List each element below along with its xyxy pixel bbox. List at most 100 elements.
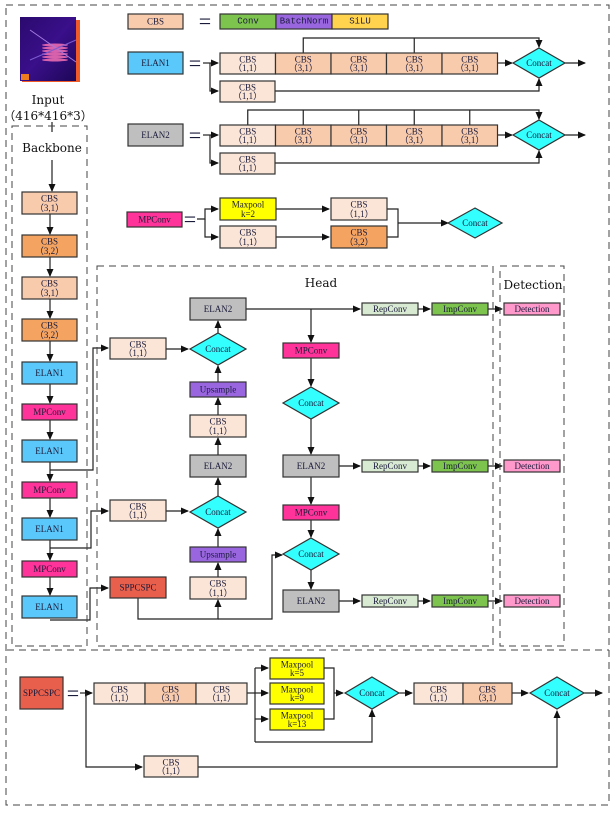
equals-sign: = — [189, 123, 201, 148]
legend-elan1-cbs-3[interactable]: CBS（3,1） — [330, 52, 388, 75]
backbone-elan1-11[interactable]: ELAN1 — [21, 595, 78, 619]
spp-cbs-branch[interactable]: CBS（1,1） — [143, 755, 199, 778]
head-elan2-top[interactable]: ELAN2 — [189, 297, 247, 321]
backbone-elan1-5[interactable]: ELAN1 — [21, 361, 78, 385]
head-concat-2[interactable]: Concat — [188, 495, 248, 529]
detection-title: Detection — [504, 278, 563, 292]
legend-mpconv[interactable]: MPConv — [126, 211, 183, 228]
backbone-cbs-3[interactable]: CBS（3,1） — [21, 276, 78, 300]
head-elan2-bottom-label: ELAN2 — [297, 596, 326, 606]
legend-elan2-cbs-4[interactable]: CBS（3,1） — [385, 124, 443, 147]
legend-elan2-cbs-1[interactable]: CBS（1,1） — [219, 124, 277, 147]
legend-elan2-cbs-2[interactable]: CBS（3,1） — [274, 124, 332, 147]
legend-elan1-shape — [127, 51, 184, 75]
backbone-cbs-1[interactable]: CBS（3,1） — [21, 191, 78, 215]
backbone-elan1-7[interactable]: ELAN1 — [21, 439, 78, 463]
backbone-mpconv-10[interactable]: MPConv — [21, 560, 78, 578]
head-cbs-2[interactable]: CBS（1,1） — [189, 576, 247, 600]
legend-elan2-cbs-5[interactable]: CBS（3,1） — [441, 124, 499, 147]
detection-output-3[interactable]: Detection — [503, 594, 561, 608]
backbone-mpconv-6[interactable]: MPConv — [21, 403, 78, 421]
backbone-cbs-4-shape — [21, 318, 78, 342]
detection-output-2[interactable]: Detection — [503, 459, 561, 473]
input-shape: （416*416*3） — [3, 109, 92, 123]
head-repconv-1[interactable]: RepConv — [361, 302, 419, 316]
legend-elan1-concat[interactable]: Concat — [511, 47, 567, 79]
head-repconv-3[interactable]: RepConv — [361, 594, 419, 608]
connector — [50, 344, 109, 471]
legend-elan1-cbs-4[interactable]: CBS（3,1） — [385, 52, 443, 75]
legend-elan1-cbs-2[interactable]: CBS（3,1） — [274, 52, 332, 75]
detection-output-2-label: Detection — [515, 461, 550, 471]
head-cbs-1[interactable]: CBS（1,1） — [189, 414, 247, 438]
legend-mpconv-cbs-top[interactable]: CBS（1,1） — [330, 197, 388, 221]
legend-cbs-part-batchnorm[interactable]: BatchNorm — [275, 13, 333, 30]
legend-elan1-cbs-1-params: （1,1） — [233, 63, 262, 73]
backbone-mpconv-8[interactable]: MPConv — [21, 481, 78, 499]
spp-cbs-2[interactable]: CBS（3,1） — [144, 682, 197, 705]
head-cbs-lateral-2[interactable]: CBS（1,1） — [109, 499, 167, 522]
backbone-cbs-2[interactable]: CBS（3,2） — [21, 234, 78, 258]
backbone-cbs-4-label: CBS — [41, 321, 58, 331]
head-impconv-3[interactable]: ImpConv — [431, 594, 489, 608]
spp-legend-sppcspc[interactable]: SPPCSPC — [19, 676, 64, 710]
head-concat-4[interactable]: Concat — [281, 537, 341, 571]
head-elan2-right-mid-label: ELAN2 — [297, 461, 326, 471]
legend-cbs-part-silu[interactable]: SiLU — [331, 13, 389, 30]
spp-cbs-post-2[interactable]: CBS（3,1） — [462, 682, 513, 705]
legend-elan2-branch-cbs[interactable]: CBS（1,1） — [219, 152, 276, 175]
legend-elan2-cbs-1-params: （1,1） — [233, 135, 262, 145]
legend-mpconv-cbs-branch[interactable]: CBS（1,1） — [219, 225, 277, 249]
legend-mpconv-cbs-bottom[interactable]: CBS（3,2） — [330, 225, 388, 249]
detection-output-2-shape — [503, 459, 561, 473]
legend-cbs[interactable]: CBS — [127, 13, 184, 30]
legend-elan2-cbs-3-params: （3,1） — [344, 135, 373, 145]
legend-elan1-cbs-1[interactable]: CBS（1,1） — [219, 52, 277, 75]
head-elan2-mid[interactable]: ELAN2 — [189, 454, 247, 478]
legend-elan1-cbs-5[interactable]: CBS（3,1） — [441, 52, 499, 75]
legend-elan2-cbs-3[interactable]: CBS（3,1） — [330, 124, 388, 147]
spp-cbs-1[interactable]: CBS（1,1） — [93, 682, 146, 705]
backbone-elan1-9[interactable]: ELAN1 — [21, 517, 78, 541]
head-elan2-bottom[interactable]: ELAN2 — [282, 589, 340, 613]
head-impconv-1[interactable]: ImpConv — [431, 302, 489, 316]
head-mpconv-2-shape — [282, 504, 340, 521]
head-mpconv-2[interactable]: MPConv — [282, 504, 340, 521]
head-cbs-lateral-2-shape — [109, 499, 167, 522]
legend-elan1-cbs-5-label: CBS — [461, 54, 478, 64]
spp-cbs-2-params: （3,1） — [156, 693, 185, 703]
spp-cbs-3[interactable]: CBS（1,1） — [195, 682, 248, 705]
head-upsample-1[interactable]: Upsample — [189, 381, 247, 398]
legend-cbs-part-silu-shape — [331, 13, 389, 30]
legend-elan2-concat[interactable]: Concat — [511, 119, 567, 151]
legend-cbs-part-conv[interactable]: Conv — [219, 13, 277, 30]
backbone-cbs-2-params: （3,2） — [35, 246, 64, 256]
legend-mpconv-concat[interactable]: Concat — [446, 207, 504, 239]
backbone-cbs-4[interactable]: CBS（3,2） — [21, 318, 78, 342]
head-elan2-top-shape — [189, 297, 247, 321]
legend-elan2-branch-cbs-label: CBS — [239, 154, 256, 164]
legend-elan2-cbs-1-label: CBS — [239, 126, 256, 136]
head-mpconv-1[interactable]: MPConv — [282, 342, 340, 359]
head-upsample-2[interactable]: Upsample — [189, 546, 247, 563]
head-upsample-2-shape — [189, 546, 247, 563]
head-elan2-right-mid[interactable]: ELAN2 — [282, 454, 340, 478]
spp-cbs-post-1[interactable]: CBS（1,1） — [413, 682, 464, 705]
head-impconv-2[interactable]: ImpConv — [431, 459, 489, 473]
legend-elan1-branch-cbs[interactable]: CBS（1,1） — [219, 80, 276, 103]
head-repconv-2[interactable]: RepConv — [361, 459, 419, 473]
backbone-cbs-1-params: （3,1） — [35, 203, 64, 213]
head-concat-1[interactable]: Concat — [188, 332, 248, 366]
head-concat-3[interactable]: Concat — [281, 386, 341, 420]
head-sppcspc[interactable]: SPPCSPC — [109, 576, 167, 599]
legend-elan1[interactable]: ELAN1 — [127, 51, 184, 75]
spp-concat-1[interactable]: Concat — [343, 676, 401, 710]
head-cbs-lateral-1[interactable]: CBS（1,1） — [109, 337, 167, 360]
spp-concat-2[interactable]: Concat — [528, 676, 586, 710]
legend-elan2[interactable]: ELAN2 — [127, 123, 184, 147]
detection-output-1[interactable]: Detection — [503, 302, 561, 316]
